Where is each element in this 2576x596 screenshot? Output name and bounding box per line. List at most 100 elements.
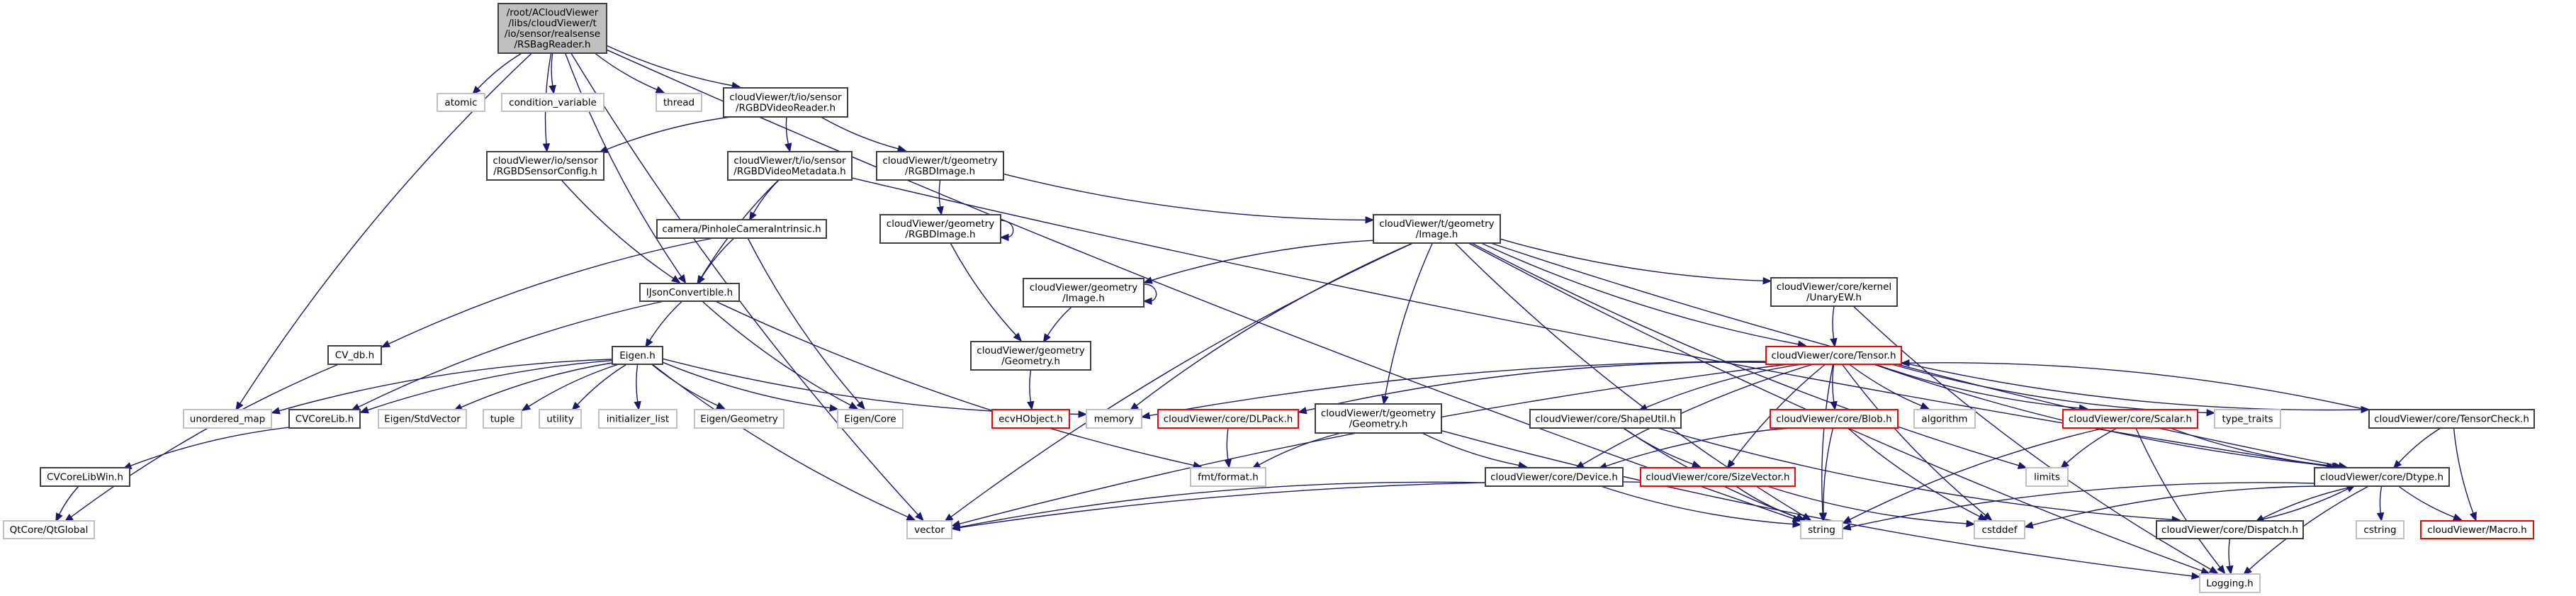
edge-line [357,300,665,408]
node-blob[interactable]: cloudViewer/core/Blob.h [1770,409,1899,429]
node-label-line: cstddef [1982,524,2018,536]
node-cstddef: cstddef [1974,520,2025,539]
arrowhead-icon [896,145,907,152]
node-box [40,467,130,487]
node-cvcorelib[interactable]: CVCoreLib.h [288,409,361,429]
edge-line [651,364,909,518]
node-gimage[interactable]: cloudViewer/geometry/Image.h [1023,278,1144,308]
arrowhead-icon [1830,400,1838,411]
edge-tensor-to-blob [1830,364,1838,411]
node-box [837,409,904,429]
edge-line [1441,430,2193,577]
node-ijson[interactable]: IJsonConvertible.h [639,283,740,302]
arrowhead-icon [906,513,916,521]
node-box [483,409,522,429]
node-box [378,409,467,429]
edge-timage-to-memory [1129,242,1413,411]
node-label-line: CVCoreLibWin.h [47,472,123,483]
edge-line [2135,427,2221,568]
edge-tensor-to-cstddef [1841,364,1993,521]
node-atomic: atomic [437,93,485,112]
node-box [2062,409,2198,429]
node-pinhole[interactable]: camera/PinholeCameraIntrinsic.h [656,219,827,239]
node-corelibwin[interactable]: CVCoreLibWin.h [40,467,130,487]
edge-corelibwin-to-qtglobal [55,485,79,522]
node-trgbd[interactable]: cloudViewer/t/geometry/RGBDImage.h [876,151,1004,181]
arrowhead-icon [1819,512,1828,522]
edge-tgeom-to-logging [1441,430,2201,580]
node-label-line: initializer_list [607,414,669,425]
node-tensorcheck[interactable]: cloudViewer/core/TensorCheck.h [2368,409,2535,429]
node-label-line: cloudViewer/core/Dispatch.h [2161,524,2298,536]
arrowhead-icon [829,404,839,412]
node-condvar: condition_variable [501,93,604,112]
edge-root-to-atomic [471,52,522,95]
node-eigen[interactable]: Eigen.h [612,346,663,365]
node-macro[interactable]: cloudViewer/Macro.h [2420,520,2534,539]
node-label-line: camera/PinholeCameraIntrinsic.h [662,224,821,235]
node-timage[interactable]: cloudViewer/t/geometry/Image.h [1373,214,1501,244]
arrowhead-icon [2200,567,2210,575]
node-videoreader[interactable]: cloudViewer/t/io/sensor/RGBDVideoReader.… [723,87,848,118]
node-label-line: Eigen/Geometry [700,414,778,425]
node-label-line: ecvHObject.h [999,414,1063,425]
node-label-line: /root/ACloudViewer [507,7,599,18]
node-shapeutil[interactable]: cloudViewer/core/ShapeUtil.h [1529,409,1682,429]
edge-trgbd-to-timage [1003,173,1375,224]
node-label-line: atomic [444,97,477,108]
edge-device-to-vector [950,481,1486,531]
edge-line [1029,369,1032,403]
node-box [879,214,1001,244]
node-label-line: /UnaryEW.h [1806,292,1862,303]
node-dispatch[interactable]: cloudViewer/core/Dispatch.h [2156,520,2304,539]
edge-eigen-to-cvcorelib [359,360,613,414]
arrowhead-icon [521,403,531,412]
node-grgbd[interactable]: cloudViewer/geometry/RGBDImage.h [879,214,1001,244]
edge-line [2031,485,2315,526]
edge-line [388,237,714,345]
node-cvdb[interactable]: CV_db.h [327,345,382,365]
node-tgeom[interactable]: cloudViewer/t/geometry/Geometry.h [1315,403,1442,434]
node-box [288,409,361,429]
node-dlpack[interactable]: cloudViewer/core/DLPack.h [1157,409,1299,429]
node-tensor[interactable]: cloudViewer/core/Tensor.h [1765,346,1902,365]
node-box [694,409,784,429]
edge-trgbd-to-grgbd [936,179,944,216]
node-box [497,3,607,54]
node-sizevec[interactable]: cloudViewer/core/SizeVector.h [1640,467,1796,487]
node-ecvh[interactable]: ecvHObject.h [991,409,1070,429]
arrowhead-icon [1841,523,1852,531]
node-device[interactable]: cloudViewer/core/Device.h [1485,467,1624,487]
node-ggeom[interactable]: cloudViewer/geometry/Geometry.h [970,341,1091,371]
edge-unaryew-to-tensor [1830,305,1838,348]
arrowhead-icon [1801,512,1812,521]
arrowhead-icon [471,86,481,95]
edge-gimage-to-ggeom [1042,306,1072,343]
node-unaryew[interactable]: cloudViewer/core/kernel/UnaryEW.h [1770,277,1898,307]
edge-line [460,362,613,408]
edge-shapeutil-to-sizevec [1623,427,1702,468]
edge-tensorcheck-to-macro [2453,427,2477,522]
node-videometa[interactable]: cloudViewer/t/io/sensor/RGBDVideoMetadat… [727,151,853,181]
edge-tensor-to-shapeutil [1638,364,1802,411]
node-label-line: unordered_map [190,414,265,425]
edge-eigen-to-ecore [662,361,839,412]
node-box [1640,467,1796,487]
edge-line [1847,427,1981,518]
node-scalar[interactable]: cloudViewer/core/Scalar.h [2062,409,2198,429]
node-thread: thread [656,93,702,112]
arrowhead-icon [1365,216,1375,224]
arrowhead-icon [2226,565,2234,575]
arrowhead-icon [235,401,244,411]
node-label-line: /Geometry.h [1001,356,1060,367]
node-dtype[interactable]: cloudViewer/core/Dtype.h [2314,467,2450,487]
node-sensorconfig[interactable]: cloudViewer/io/sensor/RGBDSensorConfig.h [486,151,604,181]
arrowhead-icon [1078,410,1088,418]
node-root: /root/ACloudViewer/libs/cloudViewer/t/io… [497,3,607,54]
edge-timage-to-vector [944,242,1414,522]
edge-eigen-to-vector [651,364,916,521]
edge-cvcorelib-to-corelibwin [122,427,290,470]
arrowhead-icon [2208,566,2219,574]
edge-line [1305,361,1767,412]
